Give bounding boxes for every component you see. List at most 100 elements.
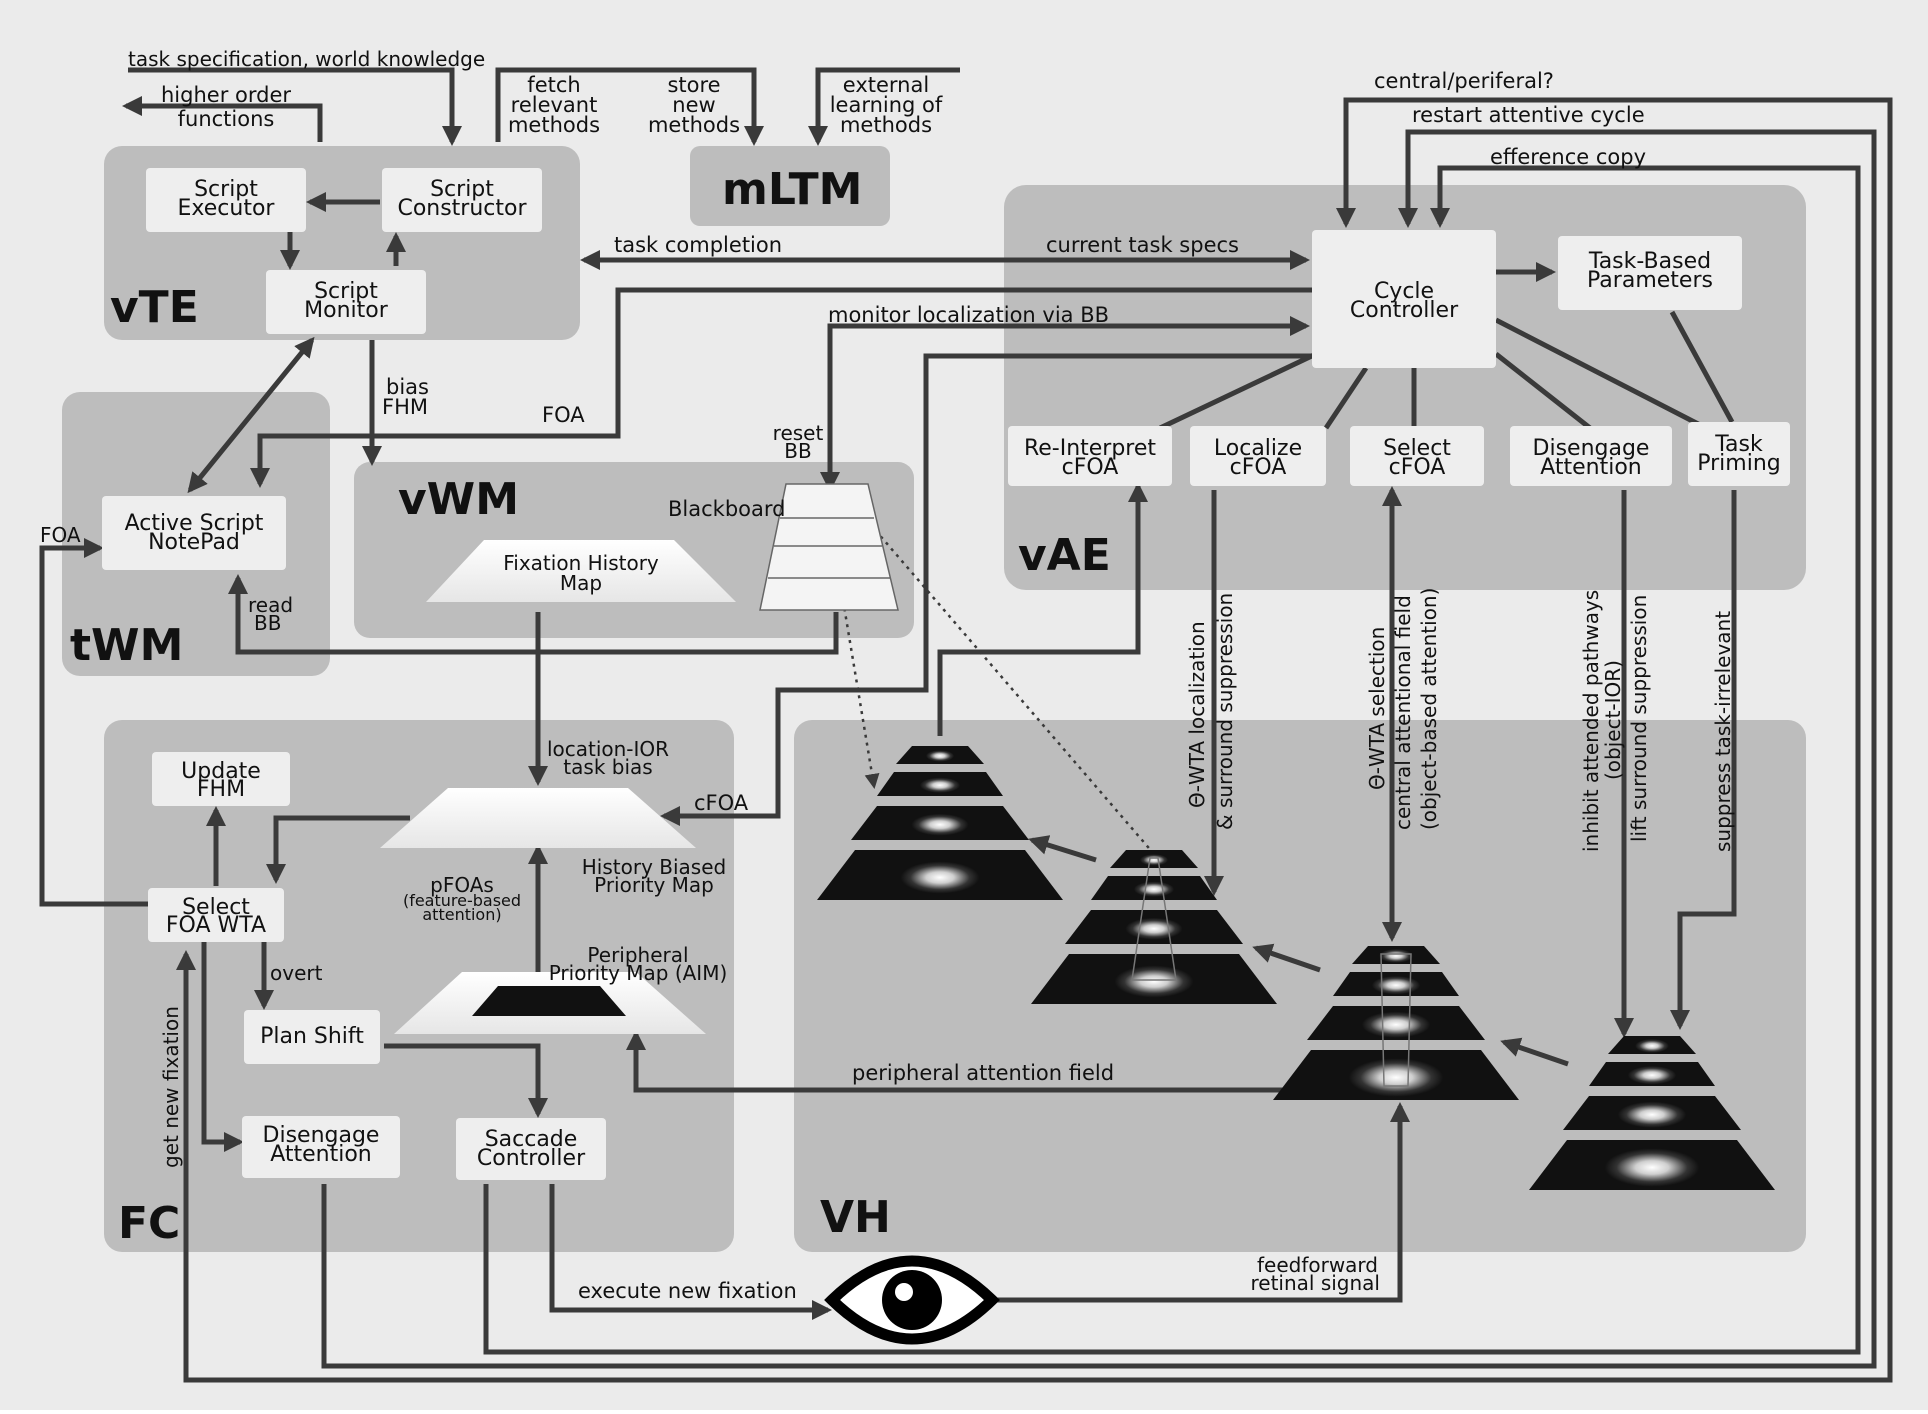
fetch-line1: fetch xyxy=(527,73,580,97)
history-biased-priority-map xyxy=(380,788,696,848)
twm-title: tWM xyxy=(70,620,183,671)
active-script-notepad-box: Active Script NotePad xyxy=(102,496,286,570)
plan-to-saccade-arrow xyxy=(384,1043,548,1118)
foa-top-label: FOA xyxy=(542,403,585,427)
pyramid-to-bb-dotted xyxy=(856,507,1155,855)
pyramid-1 xyxy=(817,746,1063,900)
pyramid-2-beam xyxy=(1131,857,1177,981)
monitor-localization-label: monitor localization via BB xyxy=(828,303,1109,327)
store-line1: store xyxy=(667,73,720,97)
pyramid-4 xyxy=(1529,1036,1775,1190)
script-monitor-line1: Script xyxy=(314,279,378,304)
localize-line1: Localize xyxy=(1214,436,1302,461)
fhm-line2: Map xyxy=(560,571,602,595)
saccade-line2: Controller xyxy=(477,1146,586,1171)
theta-selection-line3: (object-based attention) xyxy=(1417,588,1441,830)
task-completion-label: task completion xyxy=(614,233,782,257)
pyr1-layer-1-activation xyxy=(925,750,955,762)
task-priming-arrow xyxy=(1670,490,1737,1030)
higher-order-line2: functions xyxy=(178,107,275,131)
peripheral-priority-map xyxy=(394,972,706,1034)
peripheral-attention-field-label: peripheral attention field xyxy=(852,1061,1114,1085)
cycle-controller-line1: Cycle xyxy=(1374,279,1434,304)
cfoa-arrow xyxy=(660,353,1312,826)
cycle-controller-line2: Controller xyxy=(1350,298,1459,323)
monitor-localization-arrow xyxy=(820,316,1310,492)
foa-top-arrow xyxy=(250,287,1312,488)
script-monitor-line2: Monitor xyxy=(304,298,389,323)
disengage-vae-line2: Attention xyxy=(1540,455,1642,480)
read-bb-line2: BB xyxy=(254,611,281,635)
select-to-disengage-arrow xyxy=(201,942,244,1152)
monitor-notepad-arrow xyxy=(187,336,315,494)
saccade-controller-box: Saccade Controller xyxy=(456,1118,606,1180)
feedforward-arrow xyxy=(994,1102,1410,1303)
reinterpret-cfoa-box: Re-Interpret cFOA xyxy=(1008,426,1172,486)
fc-title: FC xyxy=(118,1198,180,1249)
update-fhm-box: Update FHM xyxy=(152,752,290,806)
feedforward-line1: feedforward xyxy=(1257,1253,1378,1277)
pyramid-arrow-1 xyxy=(1028,835,1097,863)
get-new-fixation-label: get new fixation xyxy=(159,1006,183,1168)
script-executor-line1: Script xyxy=(194,177,258,202)
cycle-controller-box: Cycle Controller xyxy=(1312,230,1496,368)
theta-selection-line2: central attentional field xyxy=(1391,595,1415,830)
foa-left-arrow xyxy=(39,538,148,907)
script-constructor-box: Script Constructor xyxy=(382,168,542,232)
script-monitor-box: Script Monitor xyxy=(266,270,426,334)
pyramid-2 xyxy=(1031,850,1277,1004)
foa-left-label: FOA xyxy=(40,523,81,547)
bias-fhm-line1: bias xyxy=(386,375,429,399)
disengage-fc-line1: Disengage xyxy=(263,1123,380,1148)
script-constructor-line1: Script xyxy=(430,177,494,202)
pyramid-3-beam xyxy=(1380,953,1412,1087)
mltm-title: mLTM xyxy=(722,164,862,215)
pyr4-layer-3-activation xyxy=(1617,1101,1687,1128)
fixation-history-map xyxy=(426,540,736,602)
bias-fhm-line2: FHM xyxy=(382,395,428,419)
execute-new-fixation-label: execute new fixation xyxy=(578,1279,797,1303)
plan-shift-label: Plan Shift xyxy=(260,1024,364,1049)
restart-cycle-loop xyxy=(321,129,1877,1369)
peripheral-attention-field-arrow xyxy=(626,1030,1306,1093)
inhibit-line3: lift surround suppression xyxy=(1627,595,1651,842)
controller-to-priming xyxy=(1494,317,1708,431)
select-foa-line1: Select xyxy=(182,895,250,920)
higher-order-line1: higher order xyxy=(161,83,291,107)
pyramid-arrow-2 xyxy=(1252,943,1321,973)
location-ior-line1: location-IOR xyxy=(547,737,669,761)
inhibit-line2: (object-IOR) xyxy=(1601,660,1625,780)
disengage-attention-fc-box: Disengage Attention xyxy=(242,1116,400,1178)
reinterpret-arrow xyxy=(937,482,1148,736)
execute-fixation-arrow xyxy=(549,1184,832,1320)
update-fhm-line2: FHM xyxy=(197,777,245,802)
history-biased-line2: Priority Map xyxy=(594,873,714,897)
peripheral-line1: Peripheral xyxy=(587,943,688,967)
inhibit-line1: inhibit attended pathways xyxy=(1579,590,1603,852)
reset-bb-line2: BB xyxy=(784,439,811,463)
vh-title: VH xyxy=(820,1192,891,1243)
external-line3: methods xyxy=(840,113,932,137)
priming-line1: Task xyxy=(1714,432,1763,457)
task-spec-label: task specification, world knowledge xyxy=(128,47,485,71)
pyr3-layer-3-activation xyxy=(1361,1011,1431,1038)
update-fhm-line1: Update xyxy=(181,759,261,784)
blackboard-label: Blackboard xyxy=(668,497,785,521)
localize-line2: cFOA xyxy=(1230,455,1287,480)
disengage-fc-line2: Attention xyxy=(270,1142,372,1167)
localize-cfoa-box: Localize cFOA xyxy=(1190,426,1326,486)
fhm-line1: Fixation History xyxy=(503,551,659,575)
current-task-specs-label: current task specs xyxy=(1046,233,1239,257)
overt-label: overt xyxy=(270,961,323,985)
reset-bb-line1: reset xyxy=(773,421,824,445)
history-biased-line1: History Biased xyxy=(582,855,726,879)
external-learning-arrow xyxy=(808,67,960,146)
external-line2: learning of xyxy=(830,93,943,117)
params-line2: Parameters xyxy=(1587,268,1713,293)
pyr3-layer-4-activation xyxy=(1348,1058,1444,1097)
params-line1: Task-Based xyxy=(1588,249,1711,274)
higher-order-arrow xyxy=(122,96,323,142)
script-executor-box: Script Executor xyxy=(146,168,306,232)
disengage-vae-line1: Disengage xyxy=(1533,436,1650,461)
